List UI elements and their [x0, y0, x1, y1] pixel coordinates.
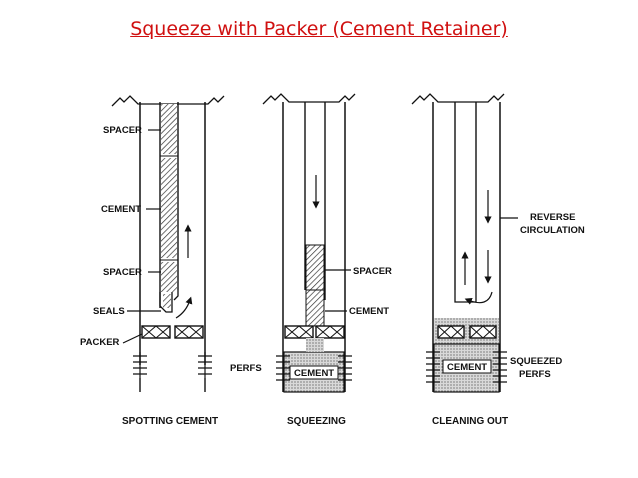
- packer-right: [174, 325, 204, 339]
- label-cement-below: CEMENT: [294, 368, 334, 379]
- label-squeezed-perfs: PERFS: [519, 369, 551, 380]
- perfs-left: [276, 355, 290, 381]
- flow-curve-arrow: [175, 296, 193, 319]
- slide-title: Squeeze with Packer (Cement Retainer): [130, 18, 508, 40]
- spacer-slug-top: [161, 104, 177, 154]
- flow-curve-arrow: [464, 291, 493, 305]
- label-cement-below-box: [442, 359, 492, 374]
- label-spacer-bottom: SPACER: [103, 267, 142, 278]
- label-perfs: PERFS: [230, 363, 262, 374]
- label-spacer-top: SPACER: [103, 125, 142, 136]
- packer-right: [315, 325, 345, 339]
- perfs-right: [338, 355, 352, 381]
- spacer-slug-bottom: [161, 262, 177, 292]
- surface-break-line: [411, 93, 505, 105]
- panel-squeezing: SPACER CEMENT PERFS CEMENT SQUEEZING: [230, 93, 392, 427]
- caption-squeezing: SQUEEZING: [287, 416, 346, 427]
- cement-slug: [161, 158, 177, 258]
- seal-assembly: [159, 290, 179, 313]
- seal-hatch: [163, 294, 171, 308]
- panel-spotting-cement: SPACER CEMENT SPACER SEALS PACKER SPOTTI…: [80, 95, 225, 427]
- cement-tube-connection: [306, 338, 324, 352]
- spacer-slug: [305, 244, 325, 291]
- surface-break-line: [262, 93, 356, 105]
- surface-break-line: [111, 95, 225, 107]
- label-squeezed: SQUEEZED: [510, 356, 562, 367]
- caption-cleaning-out: CLEANING OUT: [432, 416, 508, 427]
- packer-left: [437, 325, 465, 339]
- perfs-left: [133, 352, 147, 378]
- label-cement: CEMENT: [349, 306, 389, 317]
- label-cement-below: CEMENT: [447, 362, 487, 373]
- label-packer: PACKER: [80, 337, 120, 348]
- caption-spotting-cement: SPOTTING CEMENT: [122, 416, 218, 427]
- label-cement: CEMENT: [101, 204, 141, 215]
- label-reverse: REVERSE: [530, 212, 575, 223]
- perfs-right: [493, 351, 507, 383]
- packer-left: [141, 325, 171, 339]
- label-cement-below-box: [289, 365, 339, 380]
- label-spacer: SPACER: [353, 266, 392, 277]
- panel-cleaning-out: REVERSE CIRCULATION CEMENT SQUEEZED PERF…: [411, 93, 585, 427]
- label-seals: SEALS: [93, 306, 125, 317]
- packer-right: [469, 325, 497, 339]
- packer-left: [284, 325, 314, 339]
- perfs-left: [426, 351, 440, 383]
- cement-slug: [305, 289, 325, 327]
- label-circulation: CIRCULATION: [520, 225, 585, 236]
- perfs-right: [198, 352, 212, 378]
